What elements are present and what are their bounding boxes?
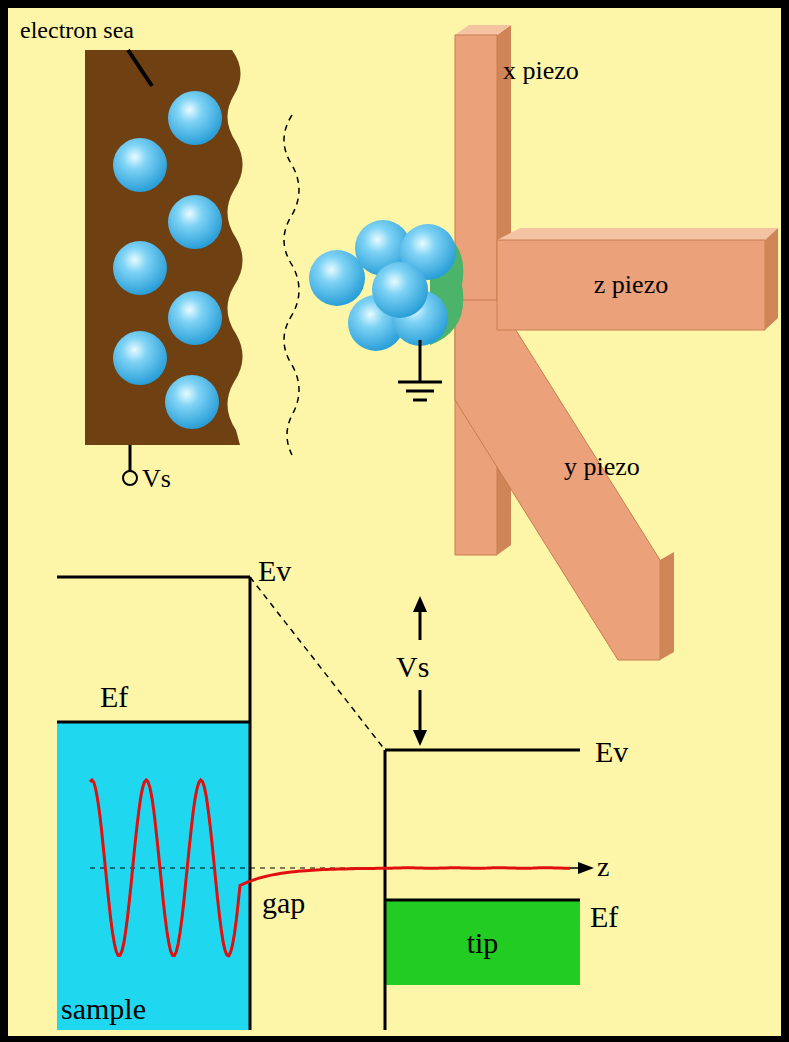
atom: [168, 91, 222, 145]
terminal-wire: [129, 445, 132, 471]
tip-edge: [384, 750, 387, 1030]
leader-line: [128, 50, 152, 86]
vacuum-level: [385, 749, 580, 752]
label: Vs: [396, 652, 429, 682]
barrier: [250, 577, 385, 750]
z-piezo-top: [497, 228, 778, 240]
sample-region-box: sample: [57, 722, 250, 1030]
z-piezo: [497, 240, 765, 330]
terminal: [123, 471, 137, 485]
tunnel-gap: [284, 115, 299, 455]
vacuum-level: [57, 576, 250, 579]
atom: [113, 331, 167, 385]
label: Ev: [258, 556, 291, 586]
z-piezo-side: [765, 228, 778, 330]
atom: [309, 250, 365, 306]
label: gap: [262, 888, 305, 918]
sample-atoms: [113, 91, 222, 429]
atom: [113, 138, 167, 192]
bias-arrow: [419, 690, 422, 734]
atom: [113, 241, 167, 295]
y-piezo: [455, 300, 660, 660]
x-piezo-top: [455, 25, 511, 35]
label: Ef: [590, 902, 618, 932]
atom: [372, 262, 428, 318]
label: z: [597, 853, 609, 881]
fermi-level: [385, 899, 580, 902]
tip-atoms: [309, 220, 456, 351]
y-piezo-side: [618, 552, 674, 660]
node-text: z piezo: [594, 272, 668, 298]
node-text: sample: [61, 994, 146, 1024]
label: electron sea: [20, 18, 134, 42]
atom: [165, 375, 219, 429]
piezo-label-box: y piezo: [560, 450, 710, 490]
fermi-level: [57, 721, 250, 724]
node-text: tip: [467, 928, 499, 958]
piezo-label-box: z piezo: [497, 240, 765, 330]
tip-region: [385, 900, 580, 985]
piezo-label-box: x piezo: [455, 50, 625, 90]
node-text: y piezo: [564, 454, 640, 480]
background: [8, 8, 781, 1036]
label: Ev: [595, 737, 628, 767]
tip-region-box: tip: [385, 900, 580, 985]
node-text: x piezo: [503, 58, 579, 84]
bias-arrow: [413, 730, 427, 746]
atom: [168, 195, 222, 249]
ground-wire: [419, 340, 422, 382]
axis-arrow: [578, 862, 594, 874]
label: Vs: [142, 466, 171, 492]
ground-symbol: [406, 390, 434, 393]
atom: [168, 291, 222, 345]
ground-symbol: [398, 381, 442, 384]
label: Ef: [100, 682, 128, 712]
ground-symbol: [413, 399, 427, 402]
bias-arrow: [419, 608, 422, 640]
sample-block: [85, 50, 243, 445]
sample-region: [57, 722, 250, 1030]
bias-arrow: [413, 596, 427, 612]
sample-edge: [249, 577, 252, 1030]
